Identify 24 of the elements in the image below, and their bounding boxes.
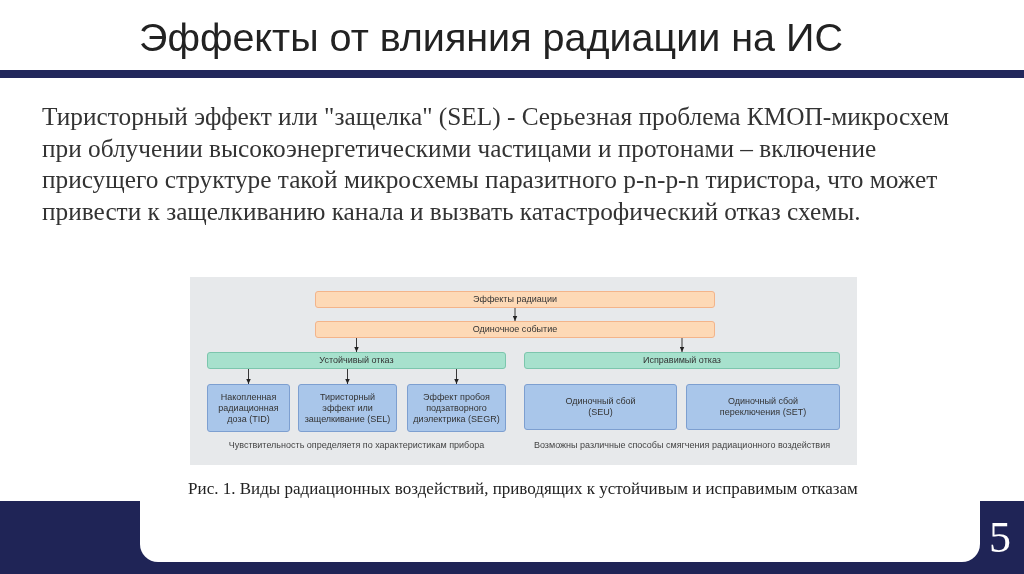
- node-label: Эффекты радиации: [473, 294, 557, 305]
- effect-box: [686, 384, 840, 430]
- category-bar: [207, 352, 506, 369]
- diagram-note: Возможны различные способы смягчения радиационного воздействия: [532, 440, 832, 450]
- node-label: Одиночное событие: [472, 324, 558, 335]
- figure-caption: Рис. 1. Виды радиационных воздействий, приводящих к устойчивым и исправимым отказам: [187, 479, 859, 499]
- body-paragraph: Тиристорный эффект или "защелка" (SEL) - Серьезная проблема КМОП-микросхем при облучении высокоэнергетическими частицами и протонами – включение присущего структуре такой микросхемы паразитного p-n-p-n тиристора, что может привести к защелкиванию канала и вызвать катастрофический отказ схемы.: [42, 101, 951, 227]
- slide-title: Эффекты от влияния радиации на ИС: [139, 14, 843, 61]
- category-bar: [315, 321, 715, 338]
- node-label: Устойчивый отказ: [319, 355, 394, 366]
- node-label: Тиристорный эффект или защелкивание (SEL): [303, 391, 392, 425]
- effect-box: [407, 384, 506, 432]
- page-number: 5: [988, 512, 1012, 564]
- category-bar: [315, 291, 715, 308]
- node-label: Эффект пробоя подзатворного диэлектрика (SEGR): [412, 391, 501, 425]
- node-label: Одиночный сбой переключения (SET): [718, 396, 808, 418]
- category-bar: [524, 352, 840, 369]
- effect-box: [207, 384, 290, 432]
- node-label: Одиночный сбой (SEU): [564, 396, 637, 418]
- node-label: Исправимый отказ: [643, 355, 721, 366]
- effect-box: [298, 384, 397, 432]
- diagram-note: Чувствительность определяетя по характеристикам прибора: [227, 440, 486, 450]
- node-label: Накопленная радиационная доза (TID): [217, 391, 280, 425]
- effect-box: [524, 384, 677, 430]
